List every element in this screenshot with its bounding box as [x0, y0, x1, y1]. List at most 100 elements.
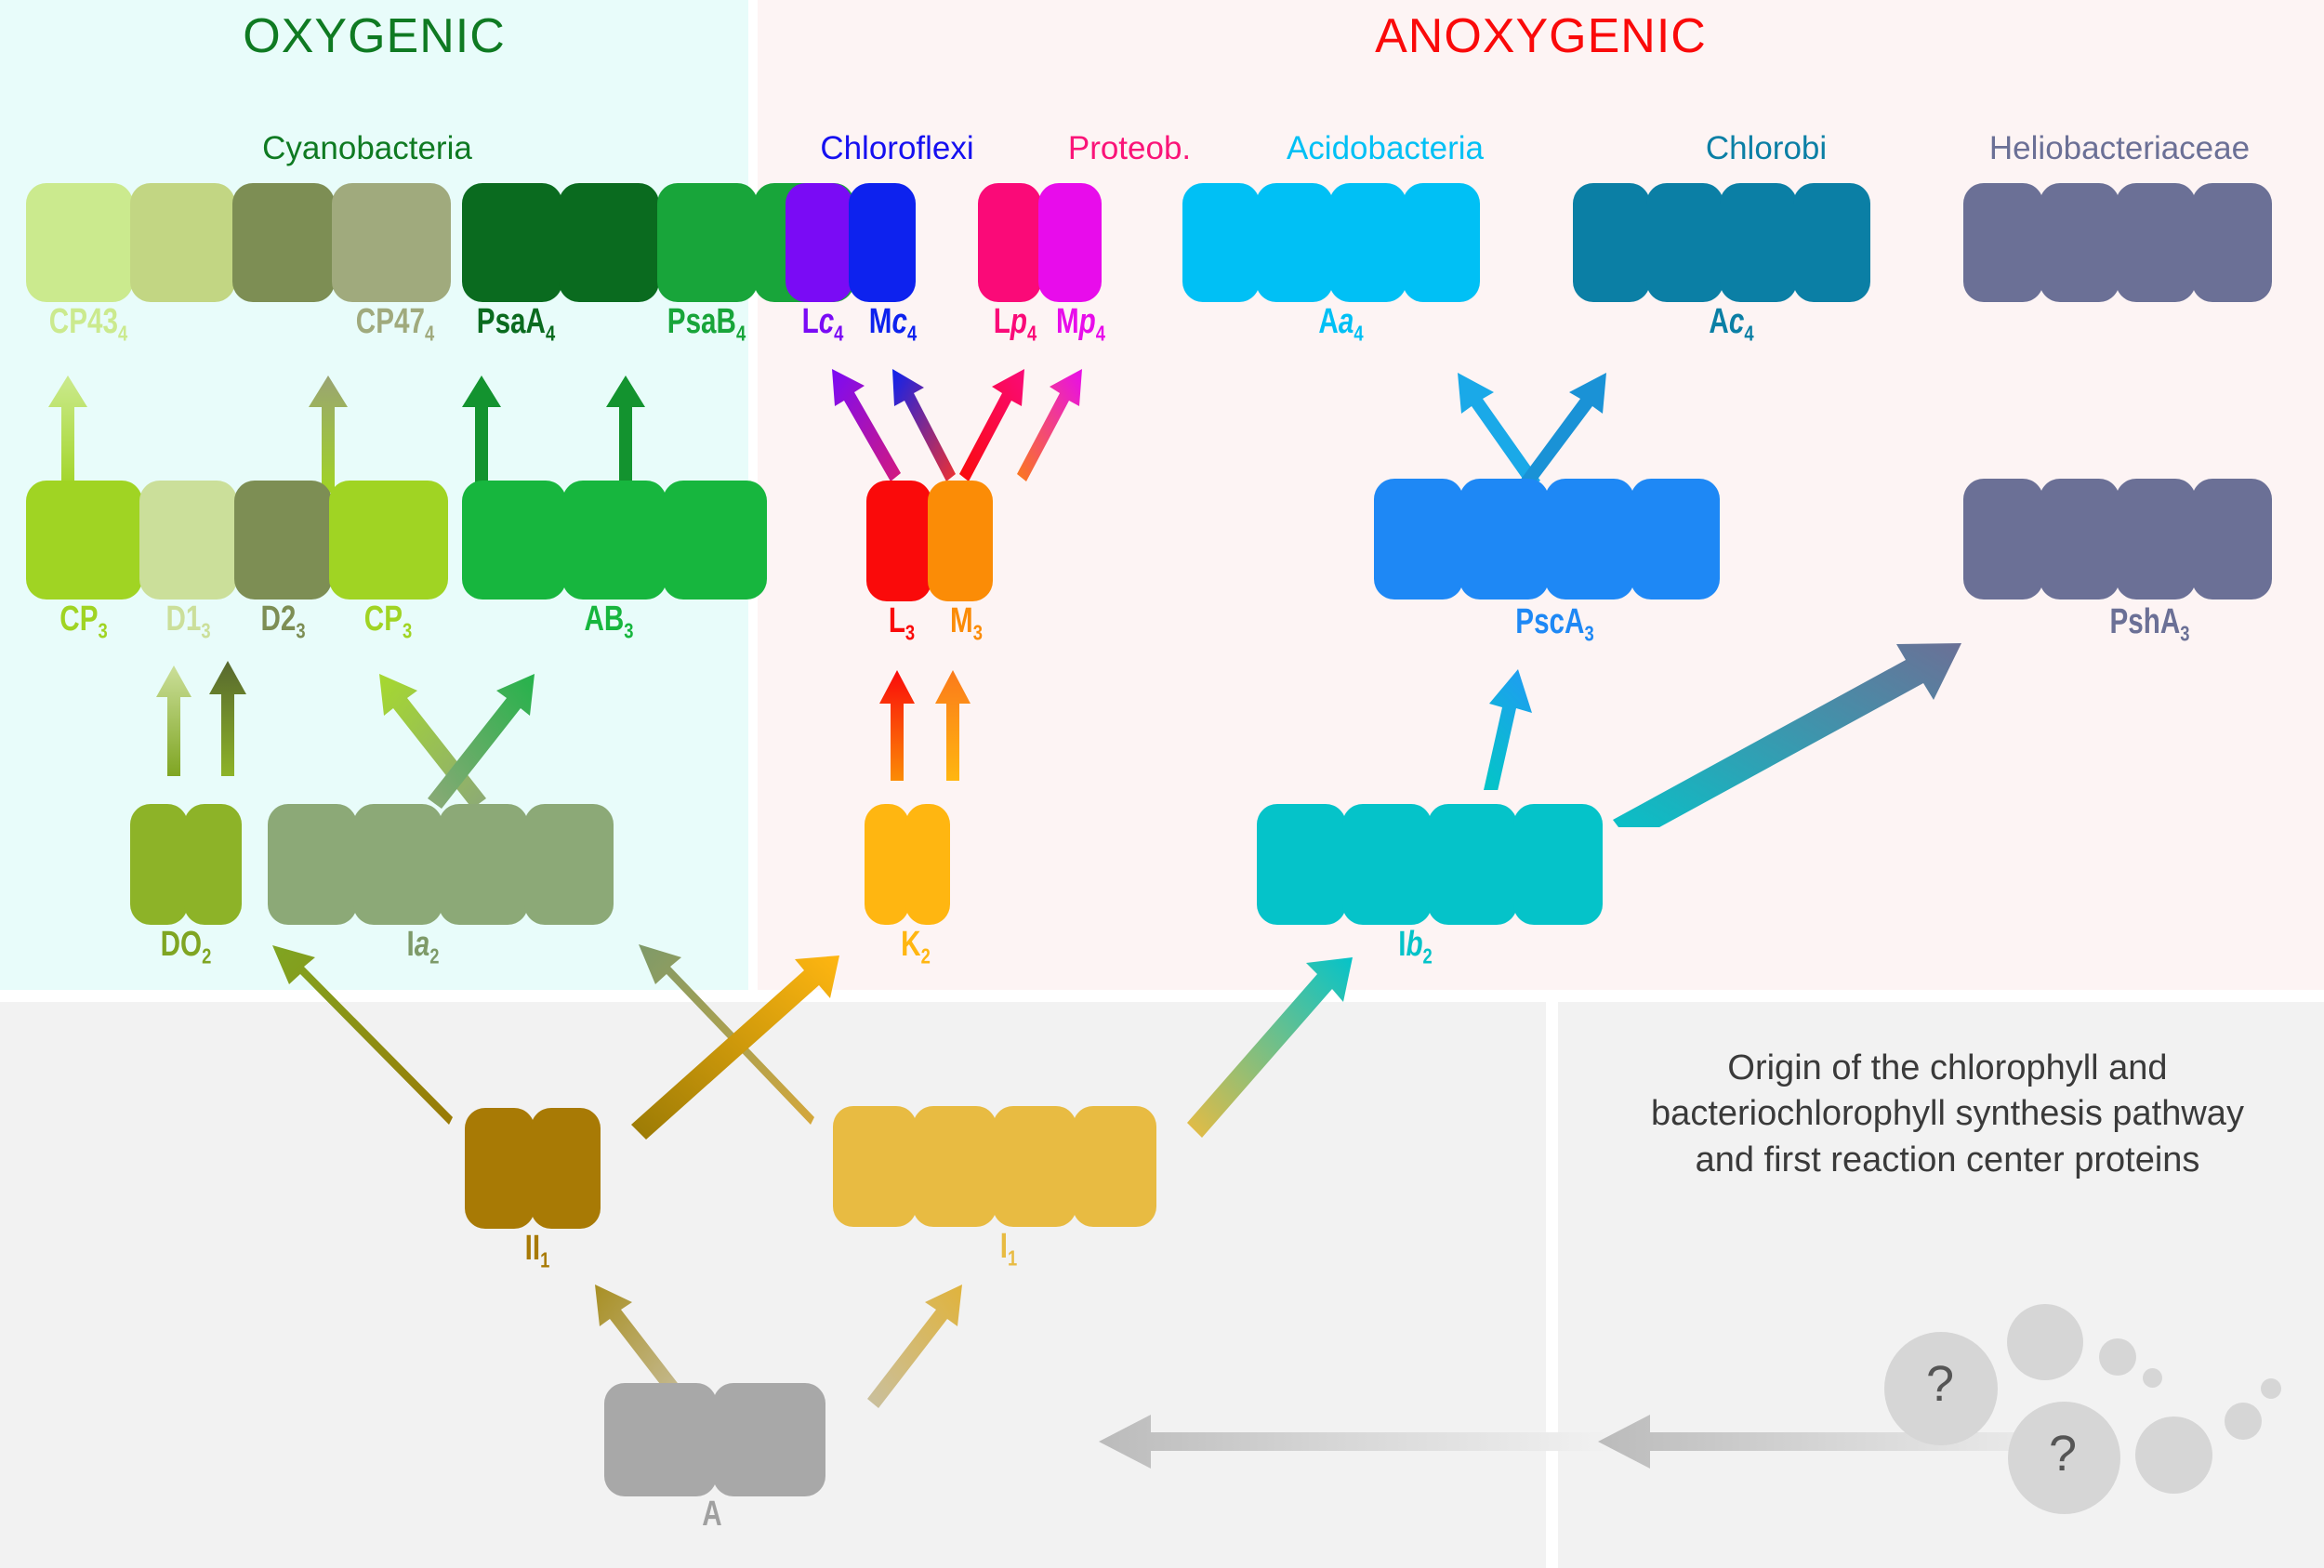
- block-segment: [604, 1383, 717, 1496]
- protein-block-mc4[interactable]: [849, 183, 916, 302]
- block-segment: [1374, 479, 1463, 600]
- origin-bubble-medium-1: [2007, 1304, 2083, 1380]
- block-segment: [1963, 479, 2043, 600]
- block-segment: [559, 183, 659, 302]
- block-segment: [1459, 479, 1549, 600]
- arrow-ii1-to-do2: [272, 945, 453, 1125]
- block-segment: [1963, 183, 2043, 302]
- protein-block-ac4[interactable]: [1573, 183, 1870, 302]
- protein-block-ib2[interactable]: [1257, 804, 1603, 925]
- taxon-label-acidobacteria: Acidobacteria: [1286, 130, 1485, 166]
- protein-label-psha3: PshA3: [2109, 602, 2190, 646]
- arrow-k2-to-l3: [879, 670, 915, 781]
- block-segment: [1631, 479, 1720, 600]
- block-segment: [1073, 1106, 1156, 1227]
- protein-block-i1[interactable]: [833, 1106, 1156, 1227]
- origin-bubble-large-2: [2008, 1402, 2120, 1514]
- block-segment: [657, 183, 758, 302]
- protein-block-m3[interactable]: [928, 481, 993, 601]
- protein-label-psaa: PsaA4: [476, 302, 556, 346]
- origin-note-line3: and first reaction center proteins: [1695, 1140, 2200, 1179]
- block-segment: [713, 1383, 825, 1496]
- block-segment: [849, 183, 916, 302]
- origin-bubble-medium-2: [2135, 1416, 2212, 1494]
- block-segment: [1720, 183, 1797, 302]
- arrow-ia2-to-ab3: [428, 674, 535, 809]
- block-segment: [1329, 183, 1406, 302]
- taxon-label-proteobacteria: Proteob.: [1067, 130, 1192, 166]
- block-segment: [913, 1106, 997, 1227]
- block-segment: [462, 481, 566, 600]
- protein-block-l3[interactable]: [866, 481, 931, 601]
- block-segment: [1038, 183, 1102, 302]
- origin-bubble-small-2: [2225, 1403, 2262, 1440]
- block-segment: [2192, 479, 2272, 600]
- arrow-l3-to-lc4: [832, 369, 901, 481]
- protein-block-do2[interactable]: [130, 804, 242, 925]
- block-segment: [786, 183, 852, 302]
- block-segment: [130, 183, 235, 302]
- oxygenic-title: OXYGENIC: [243, 9, 506, 63]
- protein-label-psab: PsaB4: [667, 302, 746, 346]
- arrow-origin-to-ancestor-left: [1099, 1415, 1616, 1469]
- taxon-label-heliobacteriaceae: Heliobacteriaceae: [1988, 130, 2251, 166]
- block-segment: [1257, 804, 1346, 925]
- protein-block-d1-top[interactable]: [130, 183, 235, 302]
- block-segment: [353, 804, 442, 925]
- protein-label-aa4: Aa4: [1318, 302, 1364, 346]
- protein-block-cp47[interactable]: [332, 183, 451, 302]
- protein-block-d2-3[interactable]: [234, 481, 332, 600]
- protein-block-cp43[interactable]: [26, 183, 133, 302]
- arrow-ib2-to-psca3: [1484, 669, 1532, 790]
- protein-block-k2[interactable]: [865, 804, 950, 925]
- protein-label-lc4: Lc4: [801, 302, 844, 346]
- protein-label-mc4: Mc4: [868, 302, 918, 346]
- arrow-psca3-to-ac4: [1520, 373, 1606, 488]
- protein-block-a[interactable]: [604, 1383, 825, 1496]
- origin-question-mark-2: ?: [2049, 1426, 2078, 1482]
- protein-block-cp3-right[interactable]: [329, 481, 448, 600]
- origin-note-line1: Origin of the chlorophyll and: [1727, 1048, 2168, 1087]
- protein-block-psca3[interactable]: [1374, 479, 1720, 600]
- arrow-ab3-to-psab: [606, 376, 645, 493]
- arrow-a-to-i1: [867, 1285, 962, 1408]
- protein-label-lp4: Lp4: [993, 302, 1037, 346]
- origin-question-mark-1: ?: [1926, 1356, 1955, 1412]
- arrow-psca3-to-aa4: [1458, 373, 1540, 488]
- protein-block-d2-top[interactable]: [232, 183, 335, 302]
- origin-bubble-large-1: [1884, 1332, 1998, 1445]
- protein-block-psha-top[interactable]: [1963, 183, 2272, 302]
- protein-label-ii1: II1: [524, 1229, 550, 1272]
- protein-label-d2-3: D23: [260, 600, 306, 643]
- block-segment: [1182, 183, 1260, 302]
- origin-bubble-tiny-2: [2261, 1378, 2281, 1399]
- protein-block-lp4[interactable]: [978, 183, 1041, 302]
- protein-block-psaa[interactable]: [462, 183, 659, 302]
- block-segment: [531, 1108, 601, 1229]
- protein-block-aa4[interactable]: [1182, 183, 1480, 302]
- protein-block-d1-3[interactable]: [139, 481, 237, 600]
- block-segment: [1513, 804, 1603, 925]
- protein-block-lc4[interactable]: [786, 183, 852, 302]
- protein-block-ia2[interactable]: [268, 804, 614, 925]
- protein-block-cp3-left[interactable]: [26, 481, 142, 600]
- protein-label-psca3: PscA3: [1515, 602, 1594, 646]
- protein-label-cp3-right: CP3: [363, 600, 413, 643]
- protein-block-psha3[interactable]: [1963, 479, 2272, 600]
- protein-block-ab3[interactable]: [462, 481, 767, 600]
- block-segment: [866, 481, 931, 601]
- anoxygenic-title: ANOXYGENIC: [1375, 9, 1707, 63]
- block-segment: [993, 1106, 1076, 1227]
- block-segment: [978, 183, 1041, 302]
- arrow-origin-to-ancestor-right: [1598, 1415, 2115, 1469]
- arrow-m3-to-mp4: [1017, 369, 1082, 481]
- arrow-do2-to-cp3: [156, 665, 191, 776]
- block-segment: [1646, 183, 1723, 302]
- block-segment: [1573, 183, 1650, 302]
- protein-label-do2: DO2: [160, 925, 212, 968]
- protein-block-ii1[interactable]: [465, 1108, 601, 1229]
- protein-label-ac4: Ac4: [1709, 302, 1754, 346]
- arrow-l3-to-lp4: [959, 369, 1024, 481]
- taxon-label-chloroflexi: Chloroflexi: [820, 130, 974, 166]
- protein-block-mp4[interactable]: [1038, 183, 1102, 302]
